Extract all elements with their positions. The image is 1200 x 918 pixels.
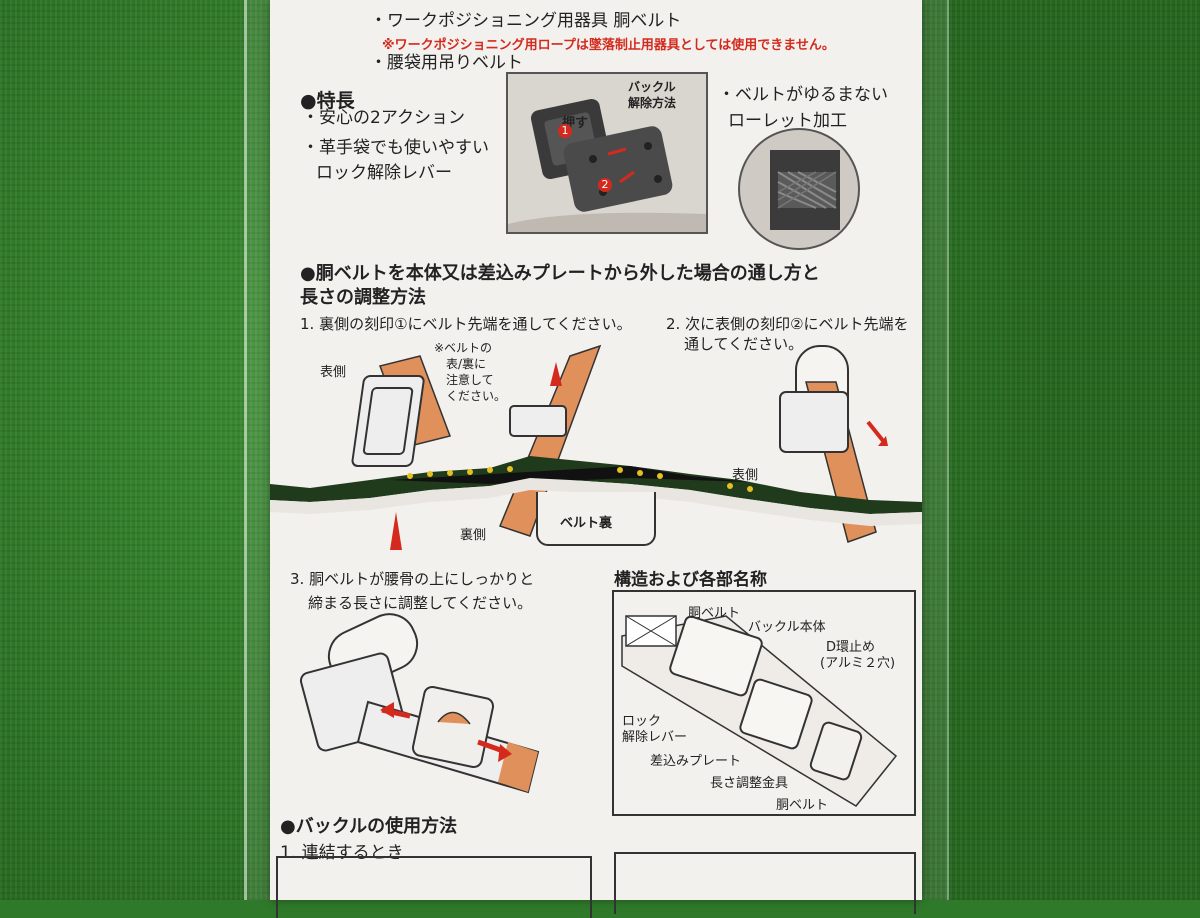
back-side-label: 裏側 bbox=[460, 528, 487, 543]
part-d-ring-label-a: D環止め bbox=[826, 640, 876, 655]
buckle-label-a: バックル bbox=[628, 80, 676, 94]
feature-no-loosen: ・ベルトがゆるまない bbox=[718, 85, 888, 105]
part-lock-label-a: ロック bbox=[622, 714, 662, 729]
top-line-waist-bag: ・腰袋用吊りベルト bbox=[370, 53, 523, 73]
front-side-label: 表側 bbox=[320, 365, 347, 380]
threading-heading-b: 長さの調整方法 bbox=[300, 287, 426, 308]
thread-step-3-illustration bbox=[299, 613, 540, 794]
buckle-use-step-1: 1. 連結するとき bbox=[280, 843, 404, 863]
part-adjuster-label: 長さ調整金具 bbox=[710, 776, 789, 791]
thread-step-1: 1. 裏側の刻印①にベルト先端を通してください。 bbox=[300, 315, 632, 333]
front-side-label-2: 表側 bbox=[732, 468, 759, 483]
feature-glove-friendly: ・革手袋でも使いやすい bbox=[302, 138, 489, 158]
thread-step-3a: 3. 胴ベルトが腰骨の上にしっかりと bbox=[290, 570, 535, 588]
part-d-ring-label-b: (アルミ２穴) bbox=[820, 656, 896, 671]
buckle-release-illustration: 押す 1 2 bbox=[506, 72, 708, 234]
thread-note-d: ください。 bbox=[446, 389, 507, 403]
step-2-marker: 2 bbox=[598, 178, 612, 192]
feature-knurling: ローレット加工 bbox=[728, 111, 847, 131]
part-lock-label-b: 解除レバー bbox=[622, 730, 688, 745]
part-belt-label-2: 胴ベルト bbox=[776, 798, 829, 813]
feature-two-action: ・安心の2アクション bbox=[302, 108, 465, 128]
features-heading: ●特長 bbox=[300, 90, 355, 112]
buckle-label-b: 解除方法 bbox=[628, 96, 677, 110]
thread-step-2a: 2. 次に表側の刻印②にベルト先端を bbox=[666, 315, 909, 333]
part-buckle-body-label: バックル本体 bbox=[748, 620, 826, 635]
thread-note-a: ※ベルトの bbox=[434, 341, 493, 355]
torn-paper-strip bbox=[270, 456, 922, 526]
step-1-marker: 1 bbox=[558, 124, 572, 138]
thread-step-3b: 締まる長さに調整してください。 bbox=[308, 594, 533, 612]
thread-note-c: 注意して bbox=[446, 373, 494, 387]
part-plate-label: 差込みプレート bbox=[650, 754, 742, 769]
instruction-card: ・ワークポジショニング用器具 胴ベルト ※ワークポジショニング用ロープは墜落制止… bbox=[270, 0, 922, 918]
feature-lock-lever: ロック解除レバー bbox=[316, 163, 452, 183]
structure-diagram bbox=[621, 615, 898, 807]
structure-heading: 構造および各部名称 bbox=[614, 570, 767, 590]
thread-step-2b: 通してください。 bbox=[684, 335, 804, 353]
threading-heading-a: ●胴ベルトを本体又は差込みプレートから外した場合の通し方と bbox=[300, 263, 820, 284]
knurling-closeup-illustration bbox=[738, 128, 860, 250]
top-line-belt: ・ワークポジショニング用器具 胴ベルト bbox=[370, 11, 682, 31]
belt-back-label: ベルト裏 bbox=[560, 516, 613, 531]
buckle-use-panel-right bbox=[614, 852, 916, 914]
top-line-note: ※ワークポジショニング用ロープは墜落制止用器具としては使用できません。 bbox=[382, 38, 835, 53]
buckle-use-panel-left bbox=[276, 856, 592, 918]
belt-back-callout bbox=[536, 492, 656, 546]
buckle-use-heading: ●バックルの使用方法 bbox=[280, 816, 458, 837]
part-belt-label: 胴ベルト bbox=[688, 606, 741, 621]
thread-note-b: 表/裏に bbox=[446, 357, 487, 371]
